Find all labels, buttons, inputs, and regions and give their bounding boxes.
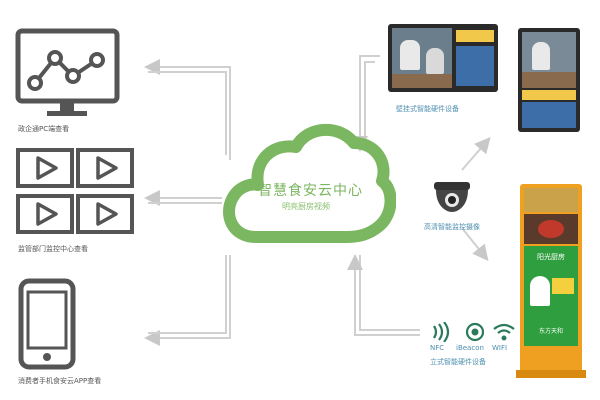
ibeacon-label: iBeacon — [456, 344, 484, 352]
wall-device-screen-left — [388, 24, 498, 92]
cloud-shape — [218, 115, 397, 259]
wall-device-screen-right — [518, 28, 580, 132]
dome-camera-icon — [430, 180, 474, 218]
nfc-icon — [428, 321, 452, 346]
monitor-label: 监管部门监控中心查看 — [18, 245, 88, 253]
arrow-monitor — [144, 190, 222, 206]
kiosk-badge — [552, 278, 574, 294]
kiosk-top-panel — [524, 188, 578, 212]
kiosk-banner-text: 阳光厨房 — [537, 253, 565, 261]
chef-figure — [530, 276, 550, 306]
cloud-subtitle: 明亮厨房视频 — [282, 202, 330, 211]
stand-device-kiosk: 阳光厨房 东方天和 — [516, 184, 586, 378]
pc-monitor-icon — [15, 28, 120, 124]
video-wall-icon — [16, 148, 134, 240]
ibeacon-icon — [464, 322, 486, 346]
wifi-icon — [492, 322, 516, 346]
cloud-title: 智慧食安云中心 — [258, 183, 363, 199]
kiosk-base — [516, 370, 586, 378]
info-panel-header — [456, 30, 494, 42]
pc-label: 政企通PC端查看 — [18, 125, 70, 133]
wifi-label: WIFI — [492, 344, 508, 352]
nfc-label: NFC — [430, 344, 445, 352]
arrow-wall-device — [352, 55, 380, 152]
arrow-camera — [461, 136, 491, 262]
kiosk-food-image — [524, 214, 578, 244]
wall-device-label: 壁挂式智能硬件设备 — [396, 105, 459, 113]
smartphone-icon — [18, 278, 76, 374]
info-panel-body — [456, 46, 494, 86]
kitchen-video-image-2 — [522, 32, 576, 88]
kitchen-video-image — [392, 28, 452, 88]
camera-label: 高清智能监控摄像 — [424, 223, 480, 231]
arrow-mobile — [144, 255, 231, 346]
kiosk-screen: 阳光厨房 东方天和 — [524, 246, 578, 346]
arrow-pc — [144, 59, 231, 160]
stand-device-label: 立式智能硬件设备 — [430, 358, 486, 366]
arrow-stand-device — [347, 254, 420, 336]
kiosk-brand-text: 东方天和 — [538, 328, 563, 335]
mobile-label: 消费者手机食安云APP查看 — [18, 377, 102, 385]
